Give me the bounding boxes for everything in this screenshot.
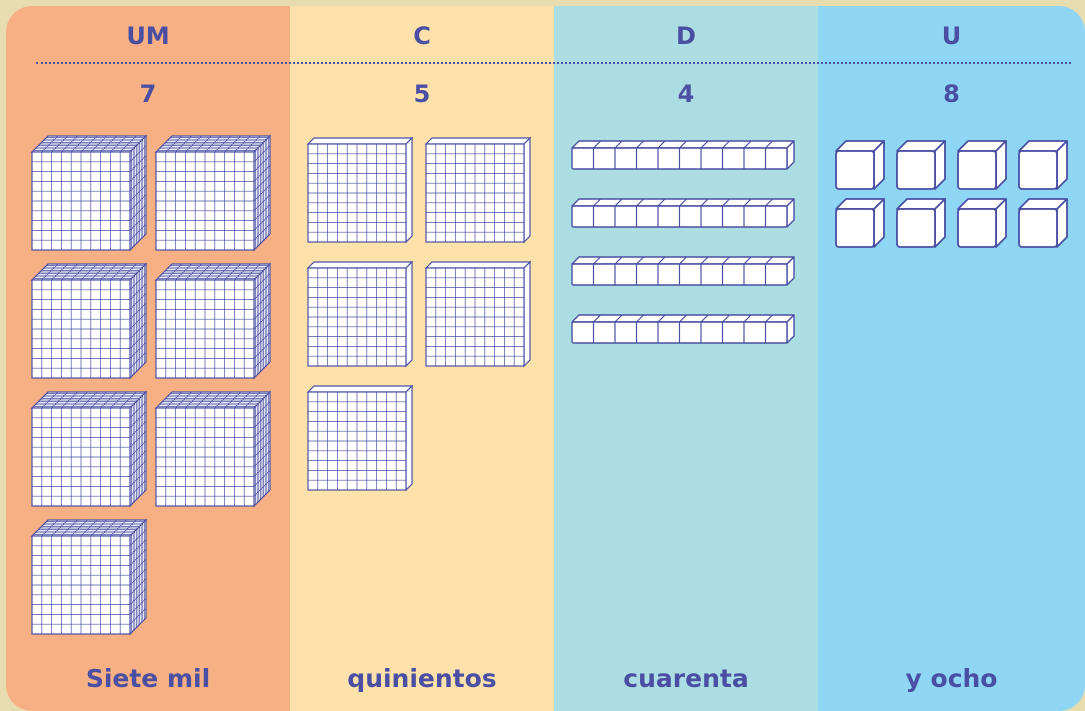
column-digit-u: 8 <box>943 80 960 108</box>
column-header-c: C <box>413 22 431 50</box>
thousand-cube-block <box>30 262 148 380</box>
unit-cube-block <box>896 140 946 190</box>
column-digit-c: 5 <box>413 80 431 108</box>
column-digit-um: 7 <box>139 80 157 108</box>
ten-rod-block <box>571 140 795 170</box>
thousand-cube-block <box>154 134 272 252</box>
thousand-cube-block <box>154 262 272 380</box>
column-word-um: Siete mil <box>85 664 211 693</box>
ten-rod-block <box>571 314 795 344</box>
place-value-board: UM 7 Siete mil C 5 quinientos D 4 cuaren… <box>6 6 1085 711</box>
unit-cube-block <box>835 140 885 190</box>
hundred-flat-block <box>424 136 532 244</box>
column-word-u: y ocho <box>905 664 998 693</box>
column-header-d: D <box>676 22 696 50</box>
hundred-flat-block <box>424 260 532 368</box>
column-word-d: cuarenta <box>623 664 749 693</box>
unit-cube-block <box>1018 198 1068 248</box>
unit-cube-block <box>896 198 946 248</box>
hundred-flat-block <box>306 384 414 492</box>
column-decenas: D 4 cuarenta <box>554 6 818 711</box>
header-divider <box>36 62 1071 64</box>
ten-rod-block <box>571 256 795 286</box>
column-header-um: UM <box>126 22 170 50</box>
unit-cube-block <box>835 198 885 248</box>
thousand-cube-block <box>30 518 148 636</box>
column-header-u: U <box>941 22 962 50</box>
thousand-cube-block <box>30 390 148 508</box>
thousand-cube-block <box>154 390 272 508</box>
unit-cube-block <box>957 198 1007 248</box>
thousand-cube-block <box>30 134 148 252</box>
hundred-flat-block <box>306 136 414 244</box>
base-ten-blocks <box>30 134 1068 636</box>
hundred-flat-block <box>306 260 414 368</box>
column-digit-d: 4 <box>677 80 695 108</box>
ten-rod-block <box>571 198 795 228</box>
unit-cube-block <box>957 140 1007 190</box>
column-unidades: U 8 y ocho <box>818 6 1085 711</box>
column-word-c: quinientos <box>347 664 497 693</box>
unit-cube-block <box>1018 140 1068 190</box>
